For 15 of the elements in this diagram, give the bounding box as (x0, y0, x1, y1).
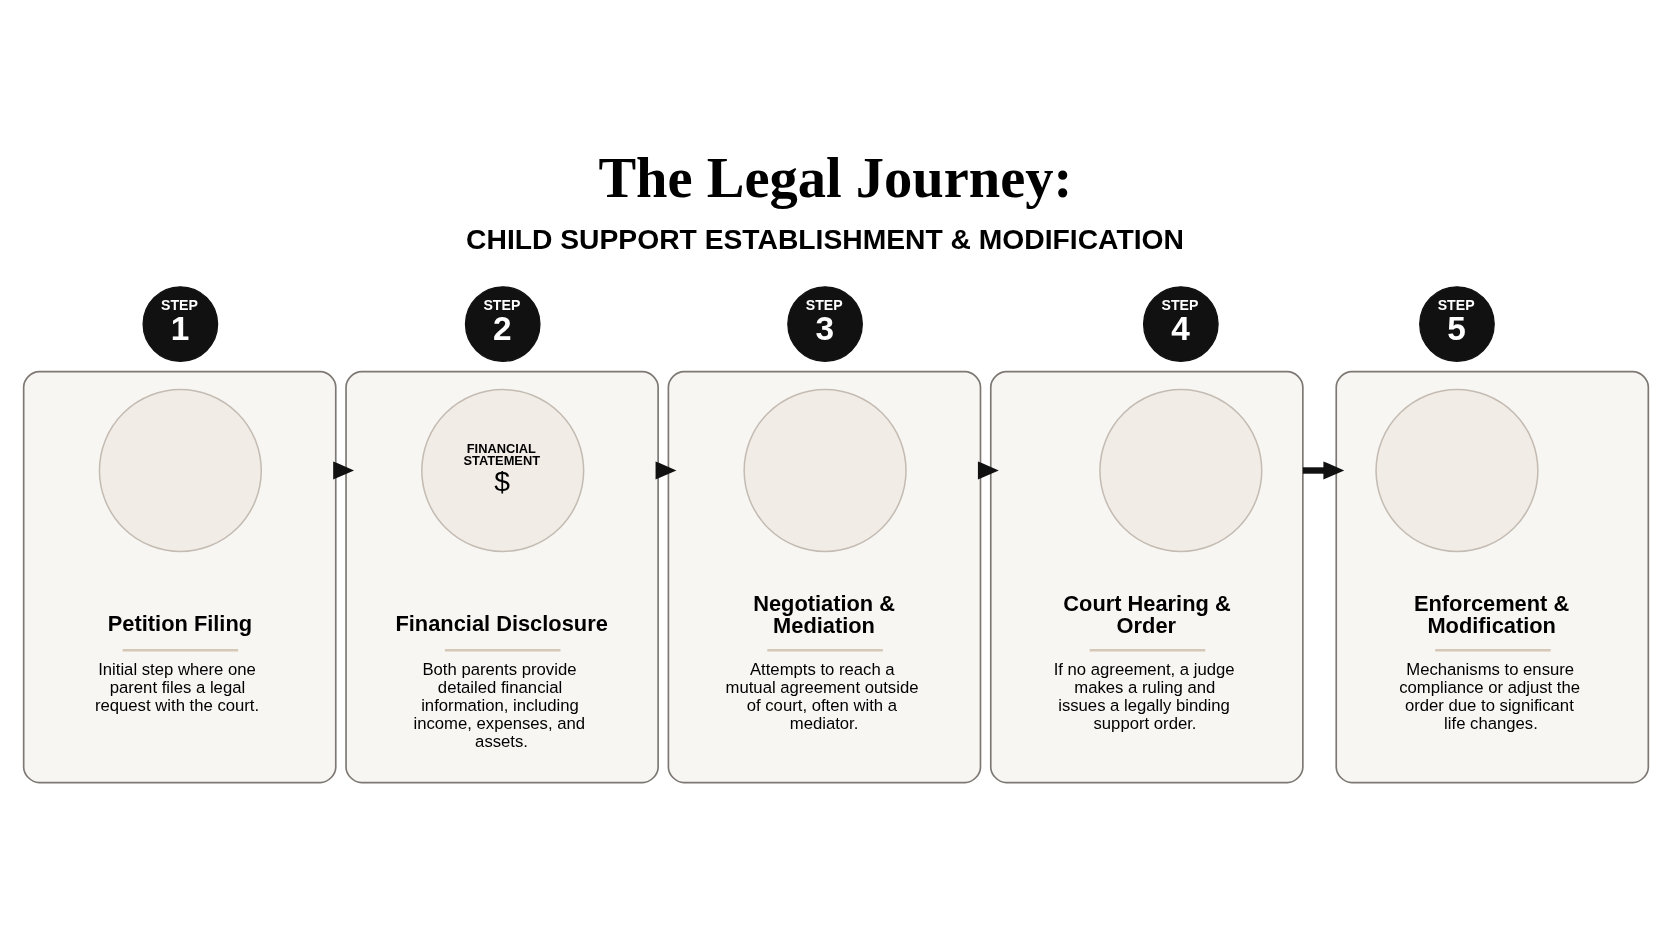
cluster: Enforcement & Modification Mechanisms to ensure compliance or adjust the order due to significant life changes. (1335, 370, 1650, 784)
node-circle: STEP 5 (1419, 286, 1495, 362)
node-circle: FINANCIAL STATEMENT $ (421, 388, 585, 553)
diagram-title: The Legal Journey: (598, 147, 1073, 210)
node-circle (743, 388, 907, 553)
node-circle (98, 388, 263, 553)
label: CHILD SUPPORT ESTABLISHMENT & MODIFICATION (466, 223, 1184, 256)
cluster: Court Hearing & Order If no agreement, a judge makes a ruling and issues a legally binding support order. (989, 370, 1304, 784)
node-circle: STEP 2 (464, 286, 541, 362)
arrow (1302, 461, 1345, 480)
node-circle (1099, 388, 1263, 553)
node-circle (1375, 388, 1539, 553)
node-circle: STEP 4 (1142, 286, 1219, 362)
node-circle: STEP 1 (142, 286, 219, 362)
node-circle: STEP 3 (787, 286, 863, 362)
